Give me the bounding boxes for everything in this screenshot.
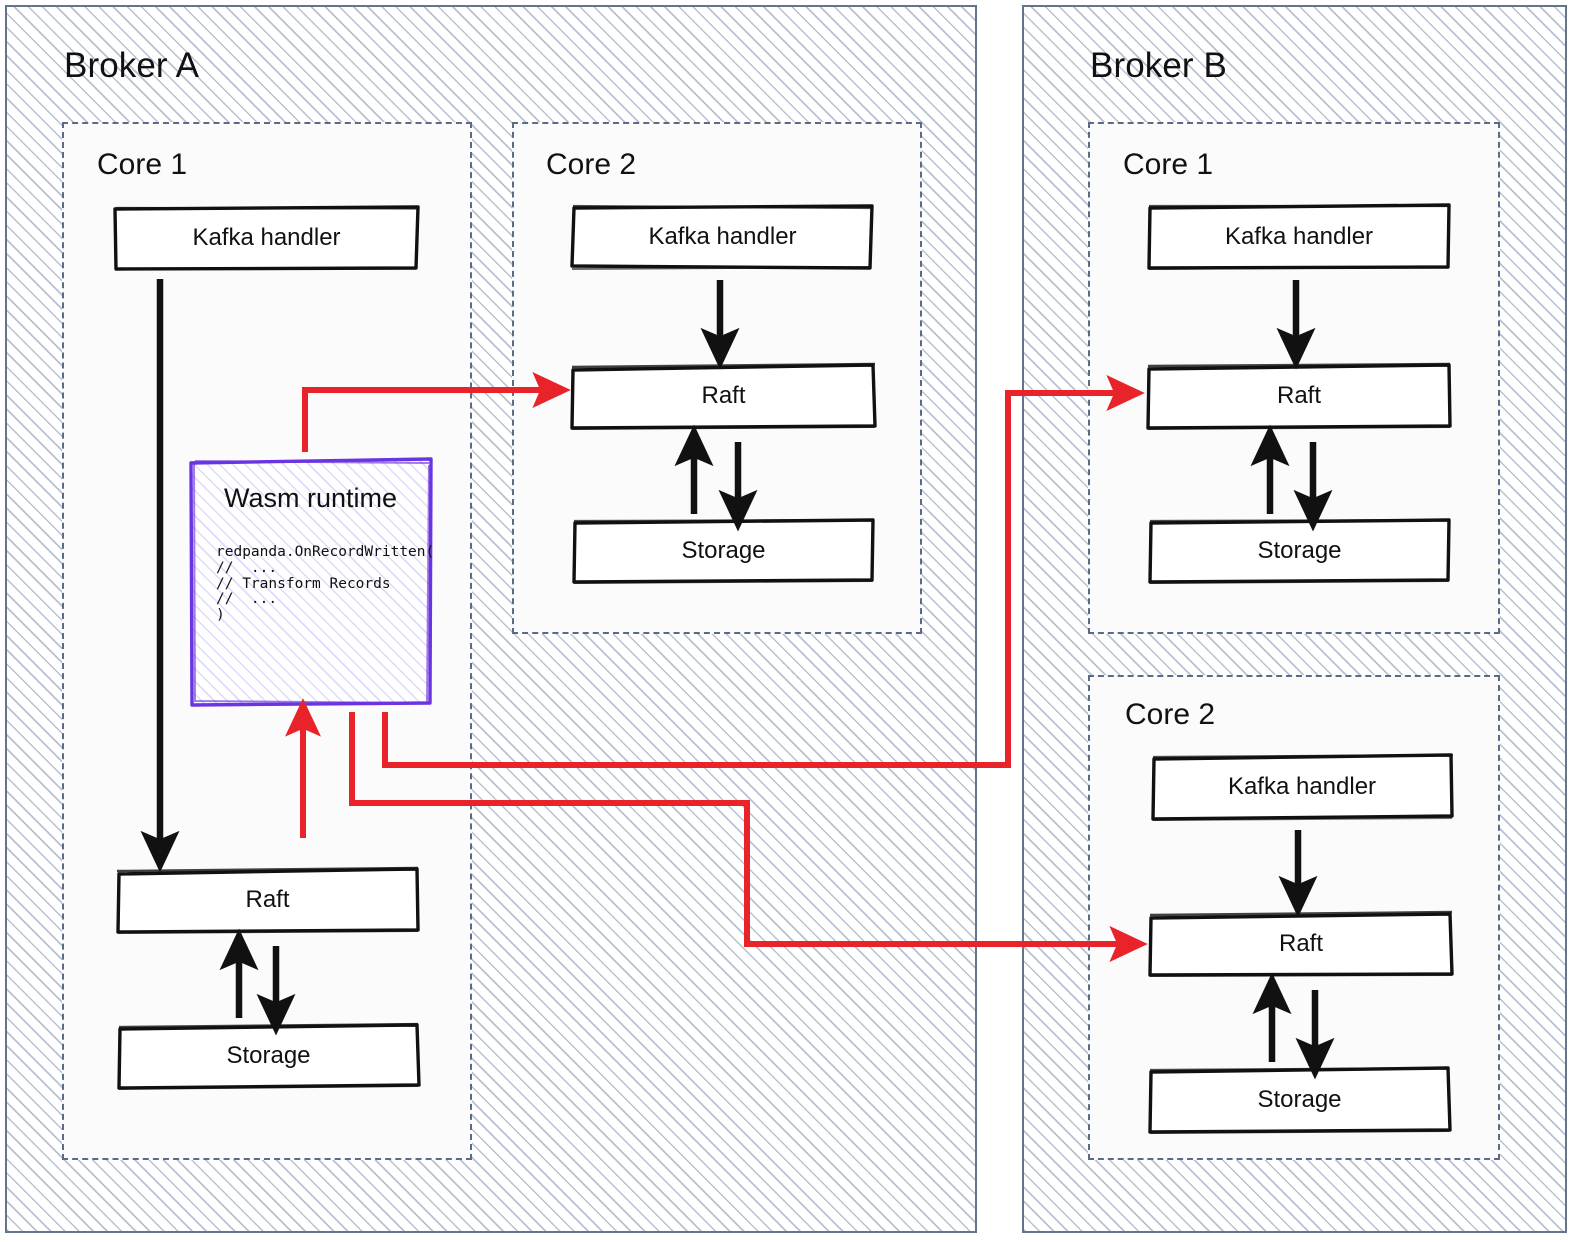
sketch-rect [1148, 910, 1454, 977]
node-label: Kafka handler [192, 224, 341, 251]
node-label: Kafka handler [1224, 223, 1374, 250]
sketch-rect [1148, 518, 1451, 584]
broker-a-core-2-raft[interactable]: Raft [570, 362, 877, 430]
node-label: Storage [681, 537, 766, 564]
broker-b-core-2-raft[interactable]: Raft [1148, 910, 1454, 978]
broker-b-core-1-kafka-handler[interactable]: Kafka handler [1146, 203, 1452, 271]
wasm-runtime-box[interactable]: Wasm runtime redpanda.OnRecordWritten( /… [188, 457, 435, 707]
sketch-rect [1151, 753, 1454, 821]
broker-b-core-1-title: Core 1 [1123, 148, 1214, 181]
wasm-runtime-code: redpanda.OnRecordWritten( // ... // Tran… [216, 544, 435, 624]
node-label: Storage [1257, 1086, 1342, 1113]
node-label: Raft [245, 886, 290, 913]
broker-b-core-1-raft[interactable]: Raft [1146, 362, 1452, 430]
broker-a-core-1-raft[interactable]: Raft [115, 866, 420, 934]
sketch-rect [113, 205, 420, 271]
sketch-rect [1146, 362, 1452, 430]
node-label: Raft [701, 382, 746, 409]
broker-a-title: Broker A [64, 46, 200, 85]
sketch-rect [570, 204, 874, 270]
node-label: Raft [1278, 930, 1323, 957]
broker-b-core-2-kafka-handler[interactable]: Kafka handler [1150, 753, 1454, 821]
node-label: Raft [1276, 382, 1321, 409]
broker-b-title: Broker B [1090, 46, 1227, 85]
node-label: Kafka handler [648, 223, 797, 250]
broker-a-core-1-kafka-handler[interactable]: Kafka handler [113, 205, 420, 271]
broker-a-core-2-title: Core 2 [546, 148, 637, 181]
wasm-runtime-title: Wasm runtime [223, 483, 398, 513]
broker-a-core-2-storage[interactable]: Storage [572, 518, 875, 584]
broker-b-core-1-storage[interactable]: Storage [1148, 518, 1451, 584]
broker-a-core-1-storage[interactable]: Storage [117, 1022, 421, 1090]
broker-a-core-1-title: Core 1 [97, 148, 188, 181]
node-label: Storage [226, 1042, 311, 1069]
broker-a-core-2-kafka-handler[interactable]: Kafka handler [570, 203, 875, 271]
node-label: Storage [1257, 537, 1342, 564]
node-label: Kafka handler [1227, 773, 1377, 800]
broker-b-core-2-title: Core 2 [1125, 698, 1216, 731]
sketch-rect [1147, 203, 1451, 270]
broker-b-core-2-storage[interactable]: Storage [1148, 1066, 1452, 1134]
